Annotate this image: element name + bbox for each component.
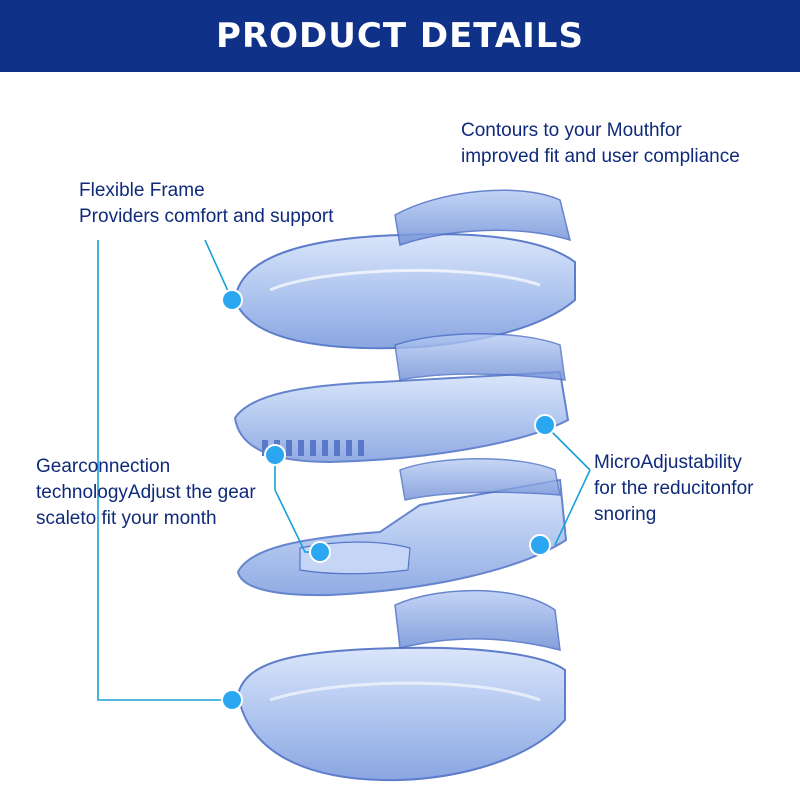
mouthguard-exploded-illustration xyxy=(97,189,591,782)
callout-line: scaleto fit your month xyxy=(36,508,217,529)
callout-line: Providers comfort and support xyxy=(79,206,334,227)
callout-line: for the reducitonfor xyxy=(594,478,754,499)
dot-gear-top xyxy=(264,444,286,466)
top-tray-layer xyxy=(233,189,576,350)
callout-line: Flexible Frame xyxy=(79,180,205,201)
upper-gear-plate-layer xyxy=(233,333,570,464)
dot-bottom-tray xyxy=(221,689,243,711)
callout-line: MicroAdjustability xyxy=(594,452,742,473)
leader-gear xyxy=(274,455,320,553)
callout-contours: Contours to your Mouthfor improved fit a… xyxy=(461,118,740,170)
callout-line: snoring xyxy=(594,504,657,525)
lower-gear-plate-layer xyxy=(236,458,568,597)
dot-gear-bottom xyxy=(309,541,331,563)
callout-line: Gearconnection xyxy=(36,456,171,477)
leader-frame-bracket xyxy=(97,240,232,701)
page-title: PRODUCT DETAILS xyxy=(216,16,584,56)
callout-dots xyxy=(221,289,556,711)
callout-gear-connection: Gearconnection technologyAdjust the gear… xyxy=(36,454,256,532)
callout-micro-adjustability: MicroAdjustability for the reducitonfor … xyxy=(594,450,753,528)
dot-micro-bottom xyxy=(529,534,551,556)
header-banner: PRODUCT DETAILS xyxy=(0,0,800,72)
dot-micro-top xyxy=(534,414,556,436)
callout-line: technologyAdjust the gear xyxy=(36,482,256,503)
bottom-tray-layer xyxy=(236,589,566,782)
callout-line: improved fit and user compliance xyxy=(461,146,740,167)
callout-flexible-frame: Flexible Frame Providers comfort and sup… xyxy=(79,178,334,230)
callout-line: Contours to your Mouthfor xyxy=(461,120,682,141)
dot-flexible xyxy=(221,289,243,311)
